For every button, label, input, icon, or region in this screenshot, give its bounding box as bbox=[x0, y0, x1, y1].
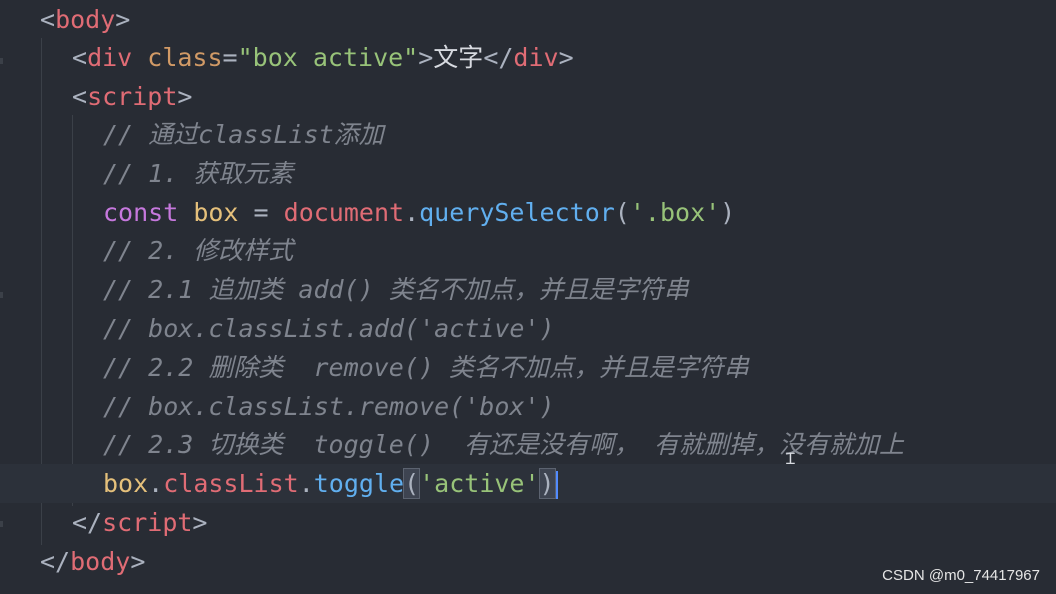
close-tag-end: > bbox=[558, 43, 574, 72]
code-line-1[interactable]: <body> bbox=[40, 0, 130, 39]
tag-open: < bbox=[72, 43, 88, 72]
close-tag-open: </ bbox=[483, 43, 514, 72]
code-line-14[interactable]: </script> bbox=[72, 503, 207, 542]
dot: . bbox=[298, 469, 314, 498]
indent-guide bbox=[72, 115, 73, 506]
function-name: toggle bbox=[313, 469, 405, 498]
variable: box bbox=[193, 198, 239, 227]
comment: // box.classList.add('active') bbox=[103, 314, 555, 343]
close-tag-name: div bbox=[513, 43, 559, 72]
paren-open: ( bbox=[614, 198, 630, 227]
comment: // 通过classList添加 bbox=[103, 120, 384, 149]
tag-end: > bbox=[177, 82, 193, 111]
code-line-8[interactable]: // 2.1 追加类 add() 类名不加点，并且是字符串 bbox=[103, 270, 689, 309]
comment: // 2.3 切换类 toggle() 有还是没有啊， 有就删掉，没有就加上 bbox=[103, 430, 905, 459]
code-line-7[interactable]: // 2. 修改样式 bbox=[103, 231, 293, 270]
comment: // 2. 修改样式 bbox=[103, 236, 294, 265]
paren-open-matched: ( bbox=[403, 468, 421, 499]
string-argument: 'active' bbox=[419, 469, 540, 498]
code-line-13-current[interactable]: box.classList.toggle('active') bbox=[0, 464, 1056, 503]
tag-name: div bbox=[87, 43, 133, 72]
tag-open: </ bbox=[40, 547, 71, 576]
paren-close: ) bbox=[720, 198, 736, 227]
tag-name: script bbox=[102, 508, 193, 537]
tag-open: < bbox=[40, 5, 56, 34]
element-text: 文字 bbox=[433, 43, 484, 72]
text-caret bbox=[555, 471, 558, 499]
tag-open: < bbox=[72, 82, 88, 111]
variable: box bbox=[103, 469, 149, 498]
comment: // 2.1 追加类 add() 类名不加点，并且是字符串 bbox=[103, 275, 689, 304]
tag-end: > bbox=[130, 547, 146, 576]
code-line-10[interactable]: // 2.2 删除类 remove() 类名不加点，并且是字符串 bbox=[103, 348, 749, 387]
mouse-ibeam-cursor-icon: Ɪ bbox=[786, 449, 795, 468]
attribute-value: "box active" bbox=[237, 43, 419, 72]
tag-end: > bbox=[192, 508, 208, 537]
string-argument: '.box' bbox=[629, 198, 721, 227]
code-line-12[interactable]: // 2.3 切换类 toggle() 有还是没有啊， 有就删掉，没有就加上 bbox=[103, 425, 904, 464]
tag-end: > bbox=[115, 5, 131, 34]
attribute-name: class bbox=[147, 43, 223, 72]
tag-end: > bbox=[418, 43, 434, 72]
code-line-9[interactable]: // box.classList.add('active') bbox=[103, 309, 555, 348]
comment: // 2.2 删除类 remove() 类名不加点，并且是字符串 bbox=[103, 353, 749, 382]
paren-close-matched: ) bbox=[538, 468, 556, 499]
space bbox=[178, 198, 193, 227]
gutter-mark bbox=[0, 292, 3, 298]
comment: // box.classList.remove('box') bbox=[103, 392, 555, 421]
code-line-11[interactable]: // box.classList.remove('box') bbox=[103, 387, 555, 426]
code-line-15[interactable]: </body> bbox=[40, 542, 145, 581]
tag-name: body bbox=[55, 5, 116, 34]
dot: . bbox=[404, 198, 420, 227]
property: classList bbox=[163, 469, 299, 498]
code-line-2[interactable]: <div class="box active">文字</div> bbox=[72, 38, 574, 77]
watermark: CSDN @m0_74417967 bbox=[882, 567, 1040, 584]
keyword: const bbox=[103, 198, 179, 227]
equals: = bbox=[222, 43, 238, 72]
code-line-4[interactable]: // 通过classList添加 bbox=[103, 115, 384, 154]
object: document bbox=[283, 198, 405, 227]
tag-name: body bbox=[70, 547, 131, 576]
code-line-3[interactable]: <script> bbox=[72, 77, 192, 116]
dot: . bbox=[148, 469, 164, 498]
code-line-6[interactable]: const box = document.querySelector('.box… bbox=[103, 193, 735, 232]
gutter-mark bbox=[0, 521, 3, 527]
comment: // 1. 获取元素 bbox=[103, 159, 294, 188]
operator: = bbox=[238, 198, 284, 227]
tag-open: </ bbox=[72, 508, 103, 537]
function-name: querySelector bbox=[419, 198, 615, 227]
code-line-5[interactable]: // 1. 获取元素 bbox=[103, 154, 293, 193]
gutter-mark bbox=[0, 58, 3, 64]
line-content: box.classList.toggle('active') bbox=[103, 464, 558, 503]
space bbox=[132, 43, 147, 72]
indent-guide bbox=[41, 38, 42, 545]
tag-name: script bbox=[87, 82, 178, 111]
